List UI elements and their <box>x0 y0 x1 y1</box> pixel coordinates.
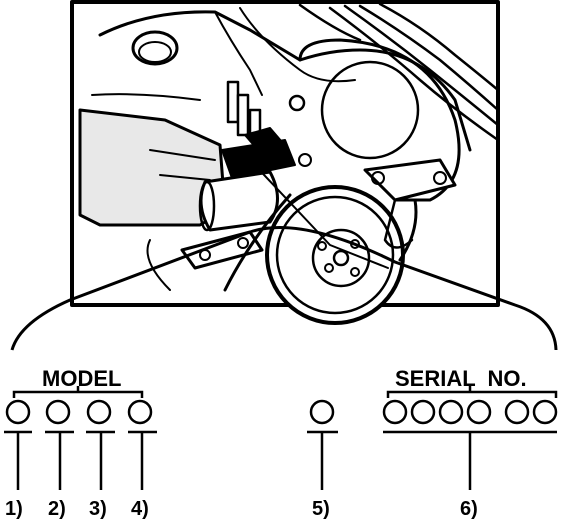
drive-belt <box>223 193 292 292</box>
callout-2: 2) <box>48 498 66 520</box>
model-digit-circles <box>5 399 153 425</box>
serial-digit-4 <box>466 399 492 425</box>
callout-6: 6) <box>460 498 478 520</box>
spark-plug-wires <box>298 2 500 142</box>
callout-1: 1) <box>5 498 23 520</box>
model-digit-4 <box>127 399 153 425</box>
model-digit-1 <box>5 399 31 425</box>
callout-4: 4) <box>131 498 149 520</box>
engine-illustration <box>70 0 500 325</box>
serial-digit-2 <box>410 399 436 425</box>
leader-line <box>249 159 389 269</box>
mount-bracket <box>363 158 457 202</box>
timing-belt-cover <box>298 38 461 202</box>
digit-5-circle <box>309 399 335 425</box>
callout-3: 3) <box>89 498 107 520</box>
serial-label: SERIAL NO. <box>395 366 527 391</box>
callout-leaders <box>4 430 557 490</box>
serial-digit-circles <box>382 399 558 425</box>
serial-digit-6 <box>532 399 558 425</box>
serial-bracket-line <box>386 390 558 398</box>
model-label: MODEL <box>42 366 121 391</box>
callout-5: 5) <box>312 498 330 520</box>
callout-numbers: 1) 2) 3) 4) 5) 6) <box>5 498 478 520</box>
serial-digit-1 <box>382 399 408 425</box>
serial-digit-5 <box>504 399 530 425</box>
serial-digit-3 <box>438 399 464 425</box>
callout-bracket <box>10 226 558 351</box>
model-bracket-line <box>12 390 144 398</box>
oil-cap <box>131 30 179 66</box>
model-digit-3 <box>86 399 112 425</box>
model-digit-2 <box>45 399 71 425</box>
